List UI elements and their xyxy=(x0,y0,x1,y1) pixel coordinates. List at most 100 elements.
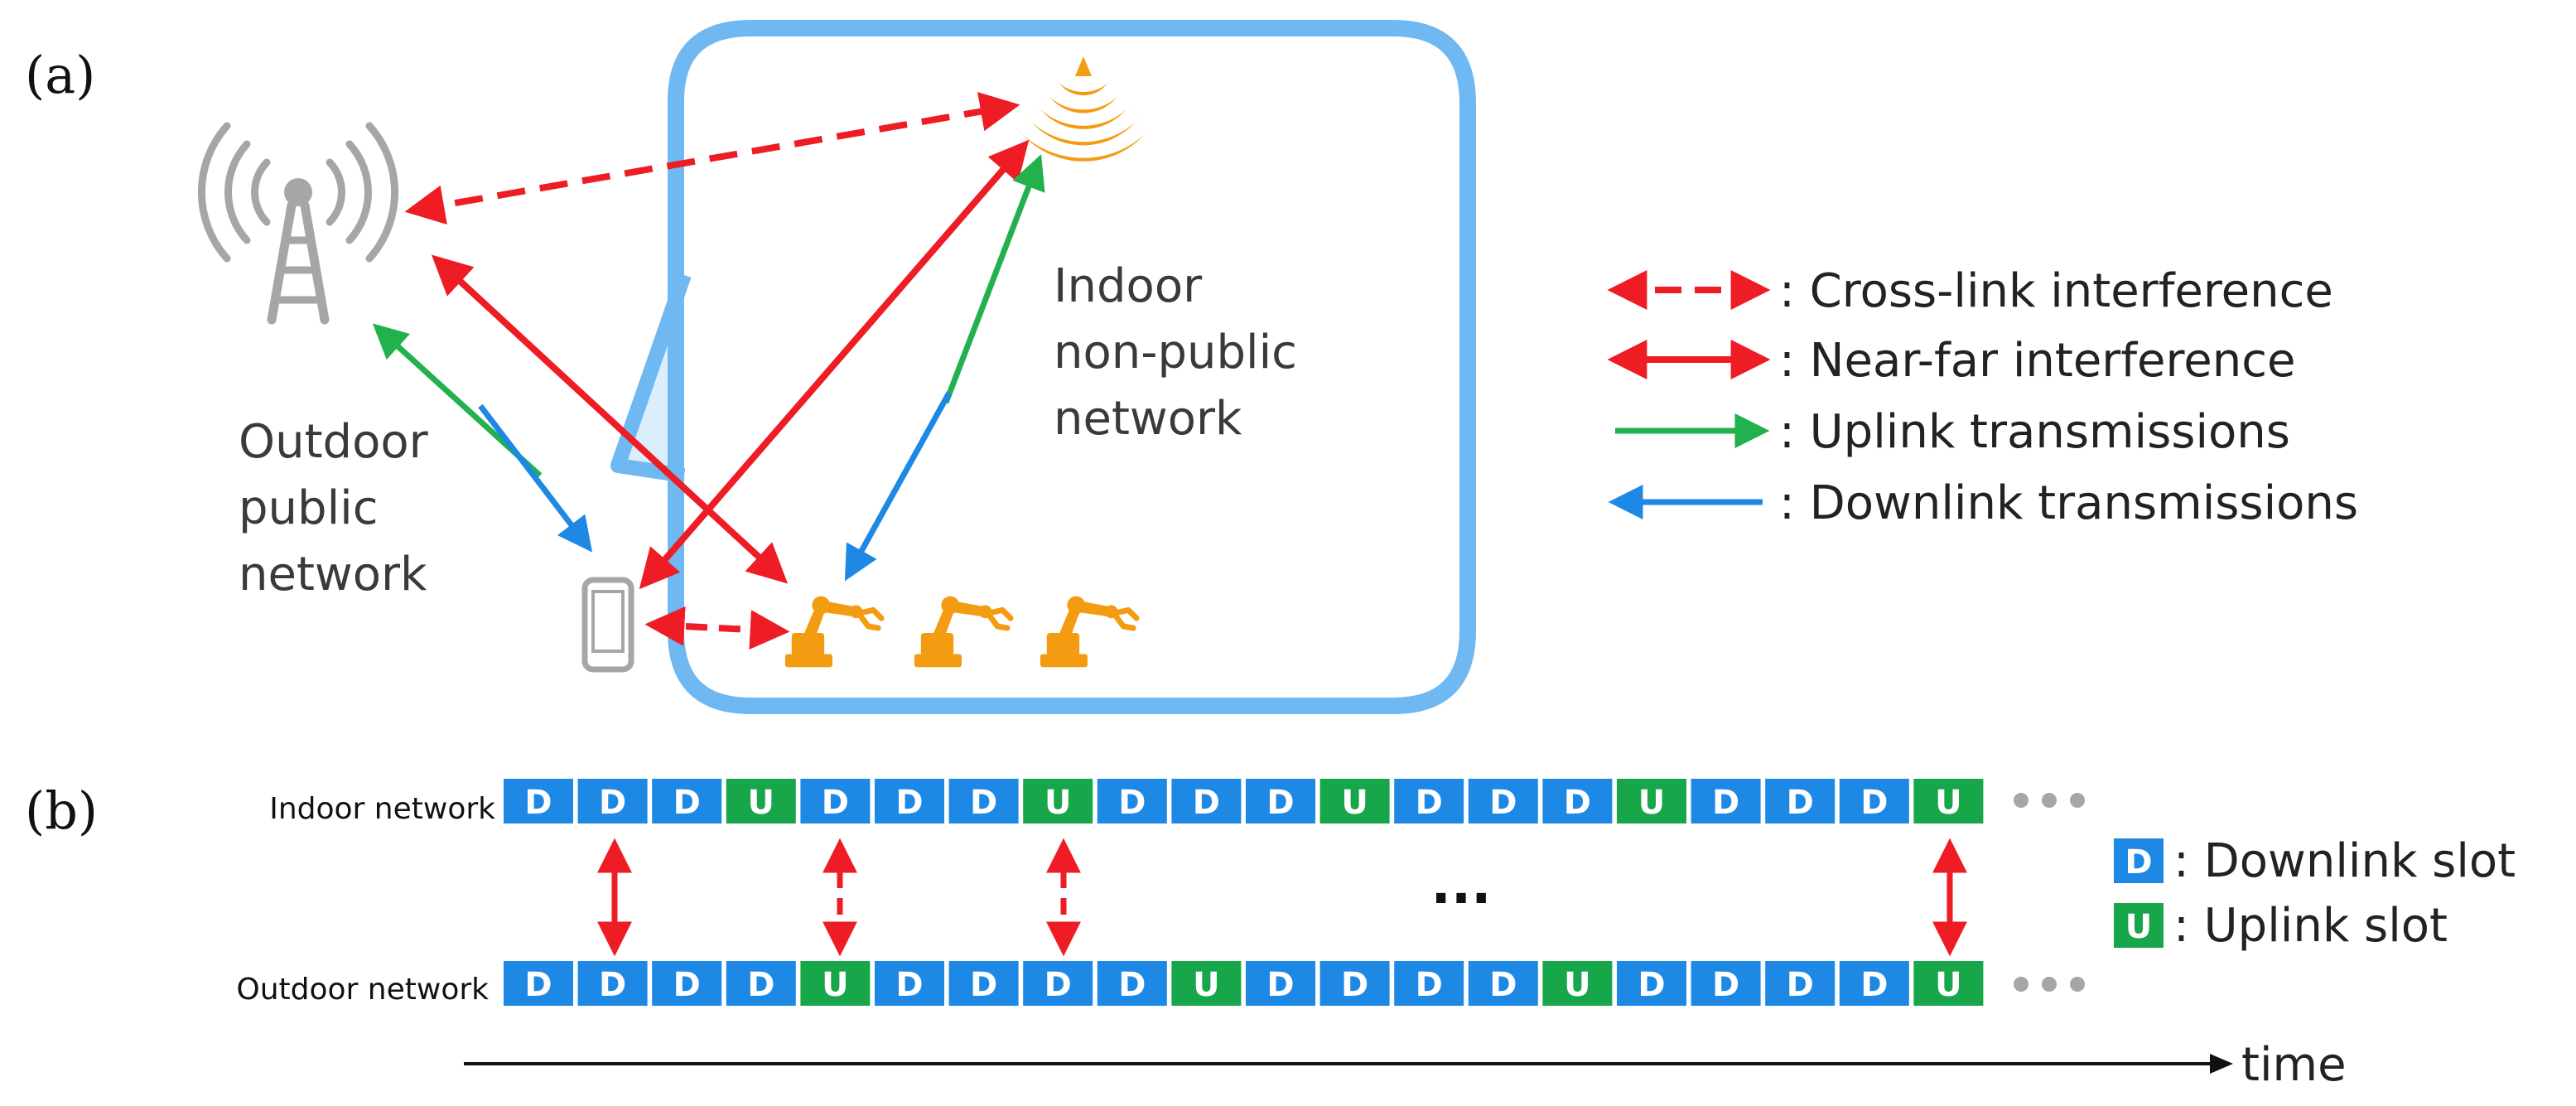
outdoor-slot-15-letter: U xyxy=(1564,966,1590,1004)
indoor-slot-14-letter: D xyxy=(1489,784,1517,822)
legend-downlink: : Downlink transmissions xyxy=(1779,476,2358,530)
outdoor-slot-4-letter: D xyxy=(747,966,774,1004)
robot-icon-3 xyxy=(1040,596,1136,668)
outdoor-slot-8-letter: D xyxy=(1044,966,1072,1004)
indoor-network-label: Indoor non-public network xyxy=(1054,259,1312,446)
legend-uplink-swatch-letter: U xyxy=(2125,908,2152,946)
indoor-access-point-icon xyxy=(1015,56,1151,162)
downlink-tower-phone xyxy=(478,403,593,553)
outdoor-slot-9 xyxy=(1097,961,1167,1006)
outdoor-slot-3-letter: D xyxy=(673,966,701,1004)
indoor-slot-7-letter: D xyxy=(970,784,997,822)
indoor-slot-6-letter: D xyxy=(895,784,923,822)
indoor-slot-8-letter: U xyxy=(1044,784,1071,822)
legend-downlink-swatch xyxy=(2114,838,2164,883)
indoor-slot-16-letter: U xyxy=(1638,784,1665,822)
legend-uplink-swatch xyxy=(2114,903,2164,948)
indoor-slot-2-letter: D xyxy=(599,784,626,822)
outdoor-slot-14-letter: D xyxy=(1489,966,1517,1004)
indoor-row-ellipsis xyxy=(2014,793,2085,808)
outdoor-slot-5 xyxy=(800,961,871,1006)
outdoor-slot-8 xyxy=(1023,961,1093,1006)
indoor-slot-9-letter: D xyxy=(1118,784,1146,822)
indoor-slot-3-letter: D xyxy=(673,784,701,822)
outdoor-slot-17-letter: D xyxy=(1712,966,1739,1004)
outdoor-slot-2 xyxy=(577,961,648,1006)
link-legend: : Cross-link interference : Near-far int… xyxy=(1607,264,2358,530)
outdoor-slot-3 xyxy=(652,961,722,1006)
slot-legend: D : Downlink slot U : Uplink slot xyxy=(2114,834,2516,953)
outdoor-slot-12 xyxy=(1319,961,1390,1006)
indoor-slot-17 xyxy=(1691,779,1761,823)
indoor-slot-13 xyxy=(1394,779,1464,823)
indoor-slot-4-letter: U xyxy=(748,784,774,822)
building-outline xyxy=(668,20,1476,714)
outdoor-slot-2-letter: D xyxy=(599,966,626,1004)
outdoor-label-line-3: network xyxy=(239,548,427,601)
outdoor-row-label: Outdoor network xyxy=(236,973,489,1007)
indoor-slot-4 xyxy=(726,779,796,823)
outdoor-slot-12-letter: D xyxy=(1341,966,1368,1004)
legend-downlink-slot: : Downlink slot xyxy=(2173,834,2516,888)
outdoor-slot-6-letter: D xyxy=(895,966,923,1004)
indoor-slot-6 xyxy=(875,779,944,823)
outdoor-slot-18 xyxy=(1765,961,1836,1006)
indoor-slot-9 xyxy=(1097,779,1167,823)
time-axis-arrowhead xyxy=(2210,1054,2233,1074)
indoor-slot-14 xyxy=(1468,779,1538,823)
panel-b-label: (b) xyxy=(25,780,98,841)
outdoor-slot-17 xyxy=(1691,961,1761,1006)
robot-icon-1 xyxy=(785,596,881,668)
legend-uplink: : Uplink transmissions xyxy=(1779,405,2290,459)
indoor-label-line-3: network xyxy=(1054,392,1242,446)
indoor-slot-16 xyxy=(1617,779,1686,823)
indoor-slot-12-letter: U xyxy=(1341,784,1368,822)
indoor-slot-13-letter: D xyxy=(1416,784,1443,822)
outdoor-network-label: Outdoor public network xyxy=(239,415,442,601)
cross-link-phone-robot xyxy=(644,606,790,650)
indoor-slot-3 xyxy=(652,779,722,823)
outdoor-slot-16-letter: D xyxy=(1638,966,1665,1004)
indoor-slot-11 xyxy=(1246,779,1315,823)
outdoor-slot-1 xyxy=(504,961,573,1006)
cross-link-tower-ap xyxy=(404,91,1020,225)
phone-icon xyxy=(581,577,634,673)
indoor-building xyxy=(610,20,1476,714)
downlink-ap-robot xyxy=(844,391,953,582)
outdoor-slot-9-letter: D xyxy=(1118,966,1146,1004)
indoor-slot-20 xyxy=(1913,779,1984,823)
indoor-row-label: Indoor network xyxy=(269,792,495,826)
time-label: time xyxy=(2241,1038,2347,1092)
outdoor-tower-icon xyxy=(197,122,399,325)
indoor-slot-7 xyxy=(948,779,1019,823)
outdoor-slot-19 xyxy=(1839,961,1909,1006)
indoor-slot-19-letter: D xyxy=(1860,784,1888,822)
indoor-slot-18-letter: D xyxy=(1787,784,1814,822)
outdoor-row-ellipsis xyxy=(2014,977,2085,992)
outdoor-label-line-1: Outdoor xyxy=(239,415,429,469)
outdoor-slot-7-letter: D xyxy=(970,966,997,1004)
outdoor-label-line-2: public xyxy=(239,481,379,535)
uplink-robot-ap xyxy=(943,154,1045,404)
outdoor-slot-5-letter: U xyxy=(822,966,848,1004)
indoor-slot-15-letter: D xyxy=(1564,784,1591,822)
legend-near-far: : Near-far interference xyxy=(1779,334,2295,388)
indoor-slot-8 xyxy=(1023,779,1093,823)
indoor-slot-11-letter: D xyxy=(1266,784,1294,822)
panel-a-label: (a) xyxy=(25,45,95,105)
outdoor-slot-6 xyxy=(875,961,944,1006)
outdoor-slot-7 xyxy=(948,961,1019,1006)
robot-icon-2 xyxy=(914,596,1011,668)
indoor-slot-18 xyxy=(1765,779,1836,823)
indoor-slot-20-letter: U xyxy=(1935,784,1961,822)
indoor-label-line-2: non-public xyxy=(1054,326,1297,379)
outdoor-slot-16 xyxy=(1617,961,1686,1006)
indoor-slot-19 xyxy=(1839,779,1909,823)
outdoor-slot-13 xyxy=(1394,961,1464,1006)
indoor-slot-17-letter: D xyxy=(1712,784,1739,822)
outdoor-slot-11-letter: D xyxy=(1266,966,1294,1004)
legend-cross-link: : Cross-link interference xyxy=(1779,264,2333,318)
